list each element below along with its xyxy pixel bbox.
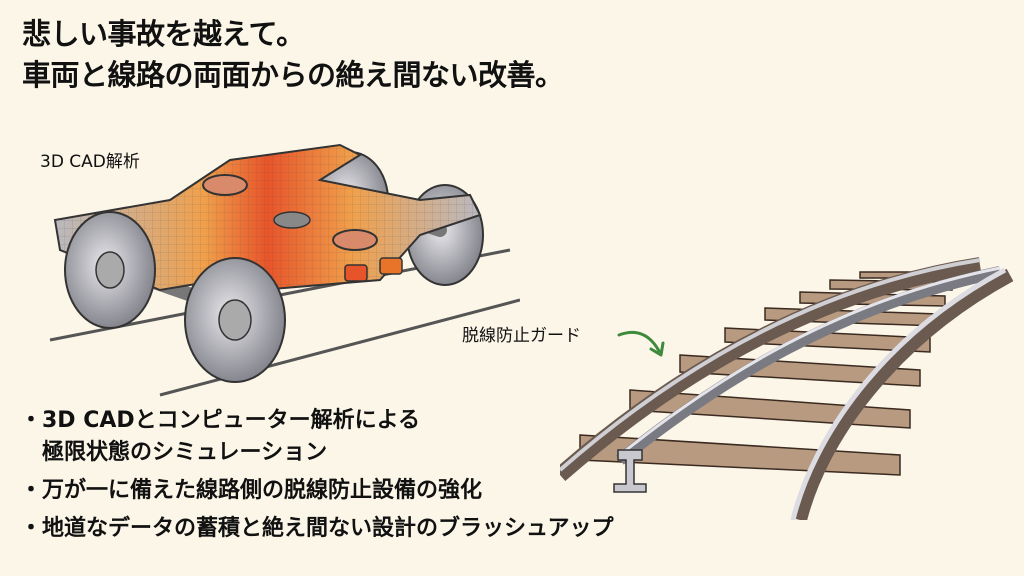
track-with-guard-rail-illustration: [560, 257, 1014, 520]
bullet-item-2: ・ 万が一に備えた線路側の脱線防止設備の強化: [20, 475, 614, 507]
bullet-marker: ・: [20, 478, 43, 503]
bullet-1-line-2: 極限状態のシミュレーション: [42, 440, 328, 465]
arrow-icon: [617, 330, 665, 357]
bullet-item-1: ・ 3D CADとコンピューター解析による 極限状態のシミュレーション: [20, 405, 614, 469]
bullet-list: ・ 3D CADとコンピューター解析による 極限状態のシミュレーション ・ 万が…: [20, 405, 614, 545]
slide-title: 悲しい事故を越えて。 車両と線路の両面からの絶え間ない改善。: [22, 14, 564, 96]
bullet-3-line-1: 地道なデータの蓄積と絶え間ない設計のブラッシュアップ: [42, 516, 614, 541]
title-line-2: 車両と線路の両面からの絶え間ない改善。: [22, 58, 564, 92]
bullet-2-line-1: 万が一に備えた線路側の脱線防止設備の強化: [42, 478, 483, 503]
bullet-item-3: ・ 地道なデータの蓄積と絶え間ない設計のブラッシュアップ: [20, 513, 614, 545]
bullet-1-line-1: 3D CADとコンピューター解析による: [42, 408, 421, 433]
derailment-guard-label: 脱線防止ガード: [462, 326, 581, 346]
cad-analysis-label: 3D CAD解析: [40, 152, 140, 172]
bogie-fea-illustration: [49, 143, 520, 397]
bullet-marker: ・: [20, 516, 43, 541]
title-line-1: 悲しい事故を越えて。: [22, 17, 305, 51]
bullet-marker: ・: [20, 408, 43, 433]
